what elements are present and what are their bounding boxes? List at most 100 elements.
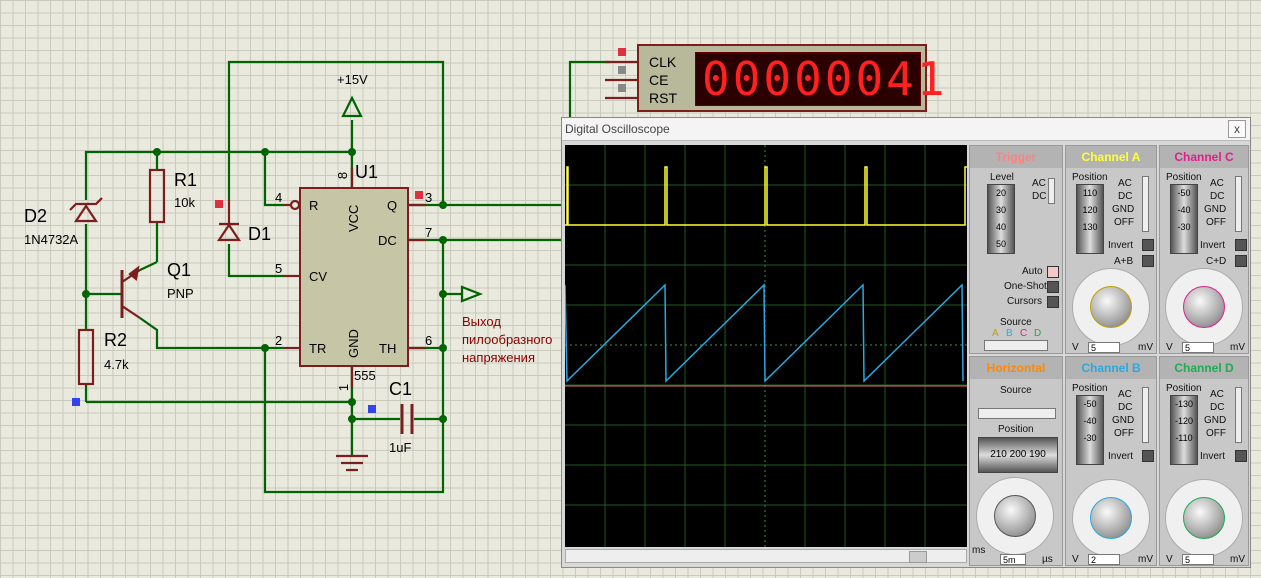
channel-c-gnd: GND — [1204, 204, 1227, 215]
channel-a-title: Channel A — [1066, 146, 1156, 168]
pin-dc-label: DC — [378, 233, 397, 248]
trigger-ac-label: AC — [1032, 178, 1046, 189]
level-tick: 20 — [995, 188, 1006, 198]
channel-c-title: Channel C — [1160, 146, 1248, 168]
channel-d-title: Channel D — [1160, 357, 1248, 379]
timebase-unit-right: µs — [1042, 554, 1053, 565]
horizontal-position-scale[interactable]: 210 200 190 — [978, 437, 1058, 473]
source-a[interactable]: A — [992, 328, 999, 339]
channel-b-coupling-switch[interactable] — [1142, 387, 1149, 443]
oscilloscope-window[interactable]: Digital Oscilloscope x — [561, 117, 1251, 568]
channel-c-dc: DC — [1210, 191, 1225, 202]
q1-ref: Q1 — [167, 260, 192, 280]
channel-b-ac: AC — [1118, 389, 1132, 400]
channel-c-position-scale[interactable]: -50 -40 -30 — [1170, 184, 1198, 254]
c1-ref: C1 — [389, 379, 413, 399]
channel-d-volts-value[interactable]: 5 — [1182, 554, 1214, 565]
channel-a-combine-button[interactable] — [1142, 255, 1154, 267]
oscilloscope-titlebar[interactable]: Digital Oscilloscope x — [562, 118, 1250, 141]
channel-d-volts-knob[interactable] — [1183, 497, 1225, 539]
channel-a-position-scale[interactable]: 110 120 130 — [1076, 184, 1104, 254]
pin-gnd-label: GND — [346, 329, 361, 358]
channel-b-volts-value[interactable]: 2 — [1088, 554, 1120, 565]
channel-d-invert-button[interactable] — [1235, 450, 1247, 462]
channel-a-combine-label: A+B — [1114, 256, 1134, 267]
channel-d-coupling-switch[interactable] — [1235, 387, 1242, 443]
position-tick: -110 — [1175, 433, 1193, 443]
position-tick: 110 — [1082, 188, 1098, 198]
r1-value: 10k — [174, 195, 195, 210]
channel-c-invert-label: Invert — [1200, 240, 1226, 251]
pin-vcc-label: VCC — [346, 204, 361, 232]
counter-timer[interactable]: CLK CE RST 00000041 — [637, 44, 945, 112]
close-button[interactable]: x — [1228, 120, 1246, 138]
channel-b-off: OFF — [1114, 428, 1134, 439]
scope-screen[interactable] — [564, 145, 967, 547]
scrollbar-thumb[interactable] — [909, 551, 927, 563]
channel-a-ac: AC — [1118, 178, 1132, 189]
channel-d-off: OFF — [1206, 428, 1226, 439]
trigger-coupling-switch[interactable] — [1048, 178, 1055, 204]
horizontal-source-label: Source — [1000, 385, 1032, 396]
channel-a-invert-label: Invert — [1108, 240, 1134, 251]
channel-b-position-label: Position — [1072, 383, 1108, 394]
channel-c-combine-button[interactable] — [1235, 255, 1247, 267]
channel-d-position-label: Position — [1166, 383, 1202, 394]
channel-b-invert-button[interactable] — [1142, 450, 1154, 462]
channel-c-unit-right: mV — [1230, 342, 1245, 353]
channel-a-volts-value[interactable]: 5 — [1088, 342, 1120, 353]
cursors-button[interactable] — [1047, 296, 1059, 308]
one-shot-button[interactable] — [1047, 281, 1059, 293]
channel-c-position-label: Position — [1166, 172, 1202, 183]
pin-state-indicator — [72, 398, 80, 406]
channel-d-position-scale[interactable]: -130 -120 -110 — [1170, 395, 1198, 465]
trigger-dc-label: DC — [1032, 191, 1047, 202]
auto-button[interactable] — [1047, 266, 1059, 278]
timebase-value[interactable]: 5m — [1000, 554, 1026, 565]
q1-value: PNP — [167, 286, 194, 301]
d1-ref: D1 — [248, 224, 272, 244]
output-label-line1: Выход — [462, 314, 501, 329]
channel-d-unit-left: V — [1166, 554, 1173, 565]
channel-c-volts-knob[interactable] — [1183, 286, 1225, 328]
source-c[interactable]: C — [1020, 328, 1028, 339]
trigger-source-slider[interactable] — [984, 340, 1048, 351]
channel-c-invert-button[interactable] — [1235, 239, 1247, 251]
position-tick: -30 — [1083, 433, 1097, 443]
channel-c-panel: Channel C Position -50 -40 -30 AC DC GND… — [1159, 145, 1249, 354]
horizontal-source-slider[interactable] — [978, 408, 1056, 419]
d2-value: 1N4732A — [24, 232, 79, 247]
oscilloscope-title: Digital Oscilloscope — [565, 122, 670, 136]
supply-label: +15V — [337, 72, 368, 87]
channel-a-invert-button[interactable] — [1142, 239, 1154, 251]
channel-a-volts-knob[interactable] — [1090, 286, 1132, 328]
channel-c-coupling-switch[interactable] — [1235, 176, 1242, 232]
channel-d-panel: Channel D Position -130 -120 -110 AC DC … — [1159, 356, 1249, 566]
level-scale[interactable]: 20 30 40 50 — [987, 184, 1015, 254]
channel-b-volts-knob[interactable] — [1090, 497, 1132, 539]
channel-b-position-scale[interactable]: -50 -40 -30 — [1076, 395, 1104, 465]
channel-c-ac: AC — [1210, 178, 1224, 189]
position-tick: 120 — [1082, 205, 1098, 215]
counter-display: 00000041 — [695, 52, 945, 106]
output-label-line3: напряжения — [462, 350, 535, 365]
channel-d-dc: DC — [1210, 402, 1225, 413]
counter-pin-clk: CLK — [649, 54, 677, 70]
channel-a-coupling-switch[interactable] — [1142, 176, 1149, 232]
pin-q-label: Q — [387, 198, 398, 213]
source-b[interactable]: B — [1006, 328, 1013, 339]
source-d[interactable]: D — [1034, 328, 1042, 339]
pin-state-indicator — [415, 191, 423, 199]
channel-c-volts-value[interactable]: 5 — [1182, 342, 1214, 353]
timebase-knob[interactable] — [994, 495, 1036, 537]
trigger-source-label: Source — [1000, 317, 1032, 328]
channel-b-unit-left: V — [1072, 554, 1079, 565]
pin-cv-label: CV — [309, 269, 328, 284]
pin-th-label: TH — [379, 341, 397, 356]
one-shot-label: One-Shot — [1004, 281, 1047, 292]
counter-pin-rst: RST — [649, 90, 677, 106]
pin-number-8: 8 — [335, 171, 351, 180]
level-tick: 50 — [995, 239, 1006, 249]
horizontal-scrollbar[interactable] — [565, 549, 967, 563]
